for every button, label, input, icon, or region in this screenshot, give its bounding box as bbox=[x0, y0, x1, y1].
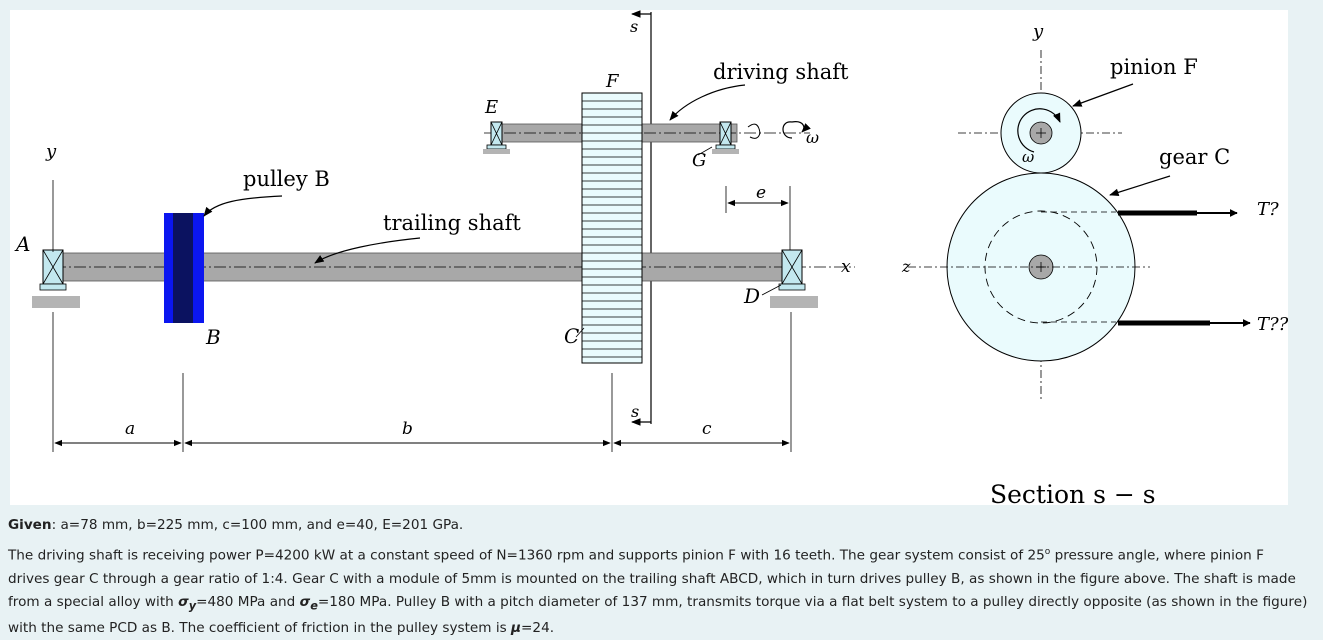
label-s-top: s bbox=[630, 17, 638, 36]
label-d-point: D bbox=[743, 284, 760, 308]
pulley-b bbox=[164, 213, 204, 323]
label-pinion-f: pinion F bbox=[1110, 55, 1198, 79]
subscript-e: e bbox=[310, 598, 318, 613]
problem-part-4: =180 MPa. Pulley B with a pitch diameter… bbox=[8, 593, 1308, 637]
leader-c bbox=[575, 327, 585, 338]
pinion-f-section bbox=[1000, 92, 1082, 174]
problem-part-1: The driving shaft is receiving power P=4… bbox=[8, 547, 1045, 564]
problem-part-2: pressure angle, where pinion F drives ge… bbox=[8, 547, 1296, 610]
bearing-e bbox=[483, 121, 510, 154]
label-e: E bbox=[484, 97, 498, 118]
label-z: z bbox=[901, 257, 911, 276]
leader-d bbox=[761, 284, 782, 296]
label-e-dim: e bbox=[756, 183, 766, 203]
label-section-s-s: Section s − s bbox=[990, 480, 1156, 505]
label-b-point: B bbox=[205, 325, 221, 349]
label-dim-b: b bbox=[402, 419, 413, 439]
diagram-svg: s s ω bbox=[14, 10, 1288, 505]
problem-part-3: =480 MPa and bbox=[196, 593, 300, 610]
given-line: Given: a=78 mm, b=225 mm, c=100 mm, and … bbox=[8, 514, 1308, 537]
belt-tensions bbox=[1041, 209, 1251, 327]
label-t-upper: T? bbox=[1257, 199, 1279, 220]
problem-part-5: =24. bbox=[521, 620, 555, 637]
given-values: : a=78 mm, b=225 mm, c=100 mm, and e=40,… bbox=[51, 517, 464, 533]
sigma-symbol-y: σ bbox=[178, 593, 189, 610]
bearing-a bbox=[32, 249, 80, 308]
shaft-end-coupling bbox=[747, 123, 761, 139]
problem-text-block: Given: a=78 mm, b=225 mm, c=100 mm, and … bbox=[8, 514, 1308, 640]
label-a-point: A bbox=[14, 232, 30, 256]
label-x-axis: x bbox=[841, 257, 851, 277]
leader-pulley-b bbox=[203, 195, 283, 217]
label-c-point: C bbox=[564, 324, 579, 348]
label-dim-a: a bbox=[125, 419, 135, 439]
given-label: Given bbox=[8, 517, 52, 533]
bearing-g bbox=[712, 121, 739, 154]
bearing-d bbox=[770, 249, 818, 308]
section-line-s bbox=[631, 10, 652, 426]
label-dim-c: c bbox=[702, 419, 712, 439]
sigma-symbol-e: σ bbox=[299, 593, 311, 610]
label-y-right: y bbox=[1032, 21, 1044, 42]
mechanical-diagram: s s ω bbox=[10, 10, 1288, 505]
problem-statement: The driving shaft is receiving power P=4… bbox=[8, 541, 1308, 640]
degree-superscript: o bbox=[1044, 547, 1051, 557]
label-t-lower: T?? bbox=[1257, 314, 1288, 335]
label-driving-shaft: driving shaft bbox=[713, 60, 849, 84]
dimension-e bbox=[725, 186, 791, 250]
label-pulley-b: pulley B bbox=[243, 167, 330, 191]
label-gear-c: gear C bbox=[1159, 145, 1230, 169]
label-y-left: y bbox=[45, 141, 57, 162]
omega-rotation-icon bbox=[782, 121, 811, 139]
label-omega-pinion: ω bbox=[1022, 148, 1034, 166]
leader-gear-c bbox=[1109, 175, 1171, 197]
leader-trailing-shaft bbox=[314, 237, 421, 264]
label-f: F bbox=[605, 71, 620, 92]
subscript-y: y bbox=[188, 598, 197, 613]
leader-driving-shaft bbox=[669, 84, 746, 121]
leader-pinion-f bbox=[1072, 83, 1134, 107]
label-trailing-shaft: trailing shaft bbox=[383, 211, 521, 235]
label-g: G bbox=[692, 150, 706, 171]
dimension-abc bbox=[52, 312, 792, 452]
mu-symbol: μ bbox=[511, 620, 522, 637]
label-omega: ω bbox=[806, 128, 819, 147]
leader-g bbox=[697, 146, 713, 156]
gear-c-side-view bbox=[581, 92, 643, 364]
label-s-bottom: s bbox=[631, 402, 639, 421]
